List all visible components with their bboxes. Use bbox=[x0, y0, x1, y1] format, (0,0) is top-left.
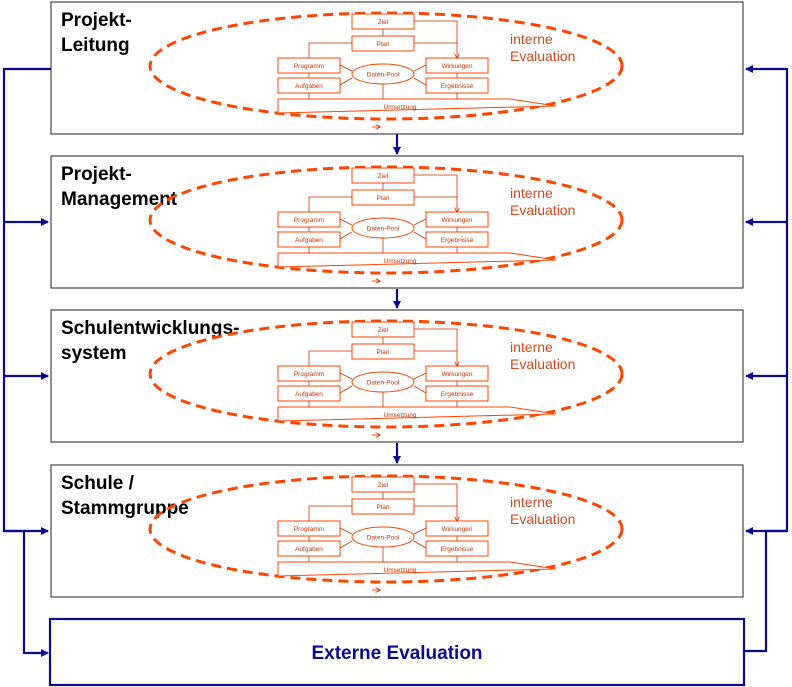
goal-box-label: Ziel bbox=[378, 19, 389, 26]
cycle-connector bbox=[308, 505, 352, 521]
cycle-connector bbox=[339, 64, 353, 72]
plan-box-label: Plan bbox=[376, 195, 389, 202]
cycle-connector bbox=[339, 231, 353, 240]
panel-title-line-2: Management bbox=[61, 189, 178, 210]
cycle-connector bbox=[339, 77, 353, 86]
internal-evaluation-ellipse bbox=[148, 319, 624, 429]
cycle-connector bbox=[414, 174, 457, 212]
internal-evaluation-label-line-1: interne bbox=[510, 185, 553, 201]
implementation-wedge bbox=[277, 252, 557, 268]
cycle-connector bbox=[308, 350, 352, 366]
tasks-box-label: Aufgaben bbox=[295, 237, 323, 244]
cycle-connector bbox=[414, 328, 457, 366]
implementation-label: Umsetzung bbox=[384, 567, 417, 574]
internal-evaluation-label-line-2: Evaluation bbox=[510, 48, 575, 64]
panel-title-line-1: Schulentwicklungs- bbox=[61, 318, 239, 339]
cycle-connector bbox=[414, 483, 457, 521]
data-pool-label: Daten-Pool bbox=[367, 226, 400, 233]
results-box-label: Ergebnisse bbox=[441, 83, 474, 90]
implementation-label: Umsetzung bbox=[384, 104, 417, 111]
panel-title-line-2: system bbox=[61, 343, 127, 364]
cycle-connector bbox=[339, 385, 353, 394]
goal-box-label: Ziel bbox=[378, 482, 389, 489]
implementation-label: Umsetzung bbox=[384, 412, 417, 419]
right-feedback-connectors bbox=[744, 65, 789, 653]
external-evaluation-frame bbox=[48, 617, 746, 687]
cycle-connector bbox=[413, 64, 427, 72]
effects-box-label: Wirkungen bbox=[441, 526, 472, 533]
tasks-box-label: Aufgaben bbox=[295, 83, 323, 90]
cycle-connector bbox=[413, 385, 427, 394]
internal-evaluation-ellipse bbox=[148, 165, 624, 275]
internal-evaluation-ellipse bbox=[148, 11, 624, 121]
panel-title-line-1: Projekt- bbox=[61, 10, 132, 31]
plan-box-label: Plan bbox=[376, 349, 389, 356]
right-main-line bbox=[744, 65, 789, 653]
results-box-label: Ergebnisse bbox=[441, 237, 474, 244]
tasks-box-label: Aufgaben bbox=[295, 546, 323, 553]
program-box-label: Programm bbox=[294, 526, 324, 533]
cycle-connector bbox=[413, 527, 427, 535]
tasks-box-label: Aufgaben bbox=[295, 391, 323, 398]
internal-evaluation-label-line-2: Evaluation bbox=[510, 511, 575, 527]
internal-evaluation-label-line-1: interne bbox=[510, 31, 553, 47]
implementation-wedge bbox=[277, 98, 557, 114]
implementation-wedge bbox=[277, 406, 557, 422]
cycle-connector bbox=[414, 20, 457, 58]
internal-evaluation-label-line-2: Evaluation bbox=[510, 356, 575, 372]
cycle-connector bbox=[308, 42, 352, 58]
plan-box-label: Plan bbox=[376, 504, 389, 511]
goal-box-label: Ziel bbox=[378, 173, 389, 180]
plan-box-label: Plan bbox=[376, 41, 389, 48]
goal-box-label: Ziel bbox=[378, 327, 389, 334]
effects-box-label: Wirkungen bbox=[441, 371, 472, 378]
cycle-connector bbox=[339, 527, 353, 535]
internal-evaluation-label-line-1: interne bbox=[510, 494, 553, 510]
effects-box-label: Wirkungen bbox=[441, 217, 472, 224]
results-box-label: Ergebnisse bbox=[441, 546, 474, 553]
data-pool-label: Daten-Pool bbox=[367, 72, 400, 79]
panel-title-line-2: Stammgruppe bbox=[61, 498, 189, 519]
internal-evaluation-ellipse bbox=[148, 474, 624, 584]
program-box-label: Programm bbox=[294, 217, 324, 224]
left-main-line bbox=[2, 67, 51, 657]
external-evaluation-box: Externe Evaluation bbox=[48, 617, 746, 687]
cycle-connector bbox=[339, 540, 353, 549]
data-pool-label: Daten-Pool bbox=[367, 380, 400, 387]
effects-box-label: Wirkungen bbox=[441, 63, 472, 70]
program-box-label: Programm bbox=[294, 371, 324, 378]
cycle-connector bbox=[413, 540, 427, 549]
cycle-connector bbox=[339, 218, 353, 226]
program-box-label: Programm bbox=[294, 63, 324, 70]
cycle-connector bbox=[308, 196, 352, 212]
internal-evaluation-label-line-1: interne bbox=[510, 339, 553, 355]
implementation-label: Umsetzung bbox=[384, 258, 417, 265]
panel-title-line-1: Schule / bbox=[61, 473, 135, 494]
cycle-connector bbox=[339, 372, 353, 380]
data-pool-label: Daten-Pool bbox=[367, 535, 400, 542]
level-panel-3: Schulentwicklungs-system interneEvaluatio… bbox=[50, 309, 744, 443]
cycle-connector bbox=[413, 372, 427, 380]
results-box-label: Ergebnisse bbox=[441, 391, 474, 398]
internal-evaluation-label-line-2: Evaluation bbox=[510, 202, 575, 218]
external-evaluation-label: Externe Evaluation bbox=[311, 643, 482, 664]
panel-title-line-2: Leitung bbox=[61, 35, 130, 56]
panel-title-line-1: Projekt- bbox=[61, 164, 132, 185]
cycle-connector bbox=[413, 218, 427, 226]
implementation-wedge bbox=[277, 561, 557, 577]
cycle-connector bbox=[413, 231, 427, 240]
left-feedback-connectors bbox=[2, 67, 51, 657]
cycle-connector bbox=[413, 77, 427, 86]
